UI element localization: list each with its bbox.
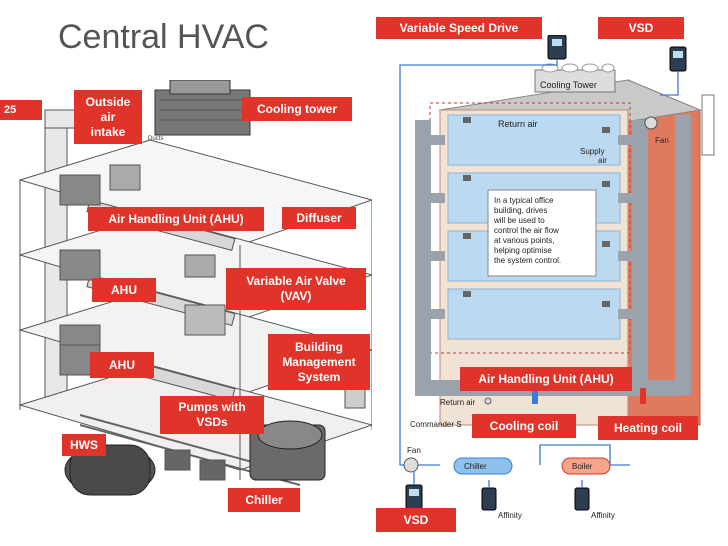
slide-title: Central HVAC — [58, 18, 269, 56]
note-line-3: will be used to — [493, 216, 545, 225]
note-line-5: at various points, — [494, 236, 554, 245]
boiler-caption: Boiler — [572, 462, 593, 471]
fan-bottom-label: Fan — [407, 446, 421, 455]
note-line-1: In a typical office — [494, 196, 554, 205]
label-vsd-bottom: VSD — [376, 508, 456, 532]
label-vsd-top: VSD — [598, 17, 684, 39]
label-cooling-coil: Cooling coil — [472, 414, 576, 438]
label-hws: HWS — [62, 434, 106, 456]
label-pumps-with-vsds: Pumps with VSDs — [160, 396, 264, 434]
label-diffuser: Diffuser — [282, 207, 356, 229]
label-heating-coil: Heating coil — [598, 416, 698, 440]
label-ahu-2: AHU — [90, 352, 154, 378]
page-number: 25 — [0, 100, 42, 120]
note-line-6: helping optimise — [494, 246, 552, 255]
affinity-label-2: Affinity — [591, 511, 615, 520]
label-variable-air-valve: Variable Air Valve (VAV) — [226, 268, 366, 310]
supply-air-label-1: Supply — [580, 147, 604, 156]
commander-label: Commander S — [410, 420, 462, 429]
hvac-schematic-diagram: Cooling Tower Fan Return air Supply air … — [399, 35, 715, 520]
label-air-handling-unit-right: Air Handling Unit (AHU) — [460, 367, 632, 391]
affinity-label-1: Affinity — [498, 511, 522, 520]
label-outside-air-intake: Outside air intake — [74, 90, 142, 144]
ducts-label: Ducts — [148, 136, 163, 142]
label-ahu-1: AHU — [92, 278, 156, 302]
return-air-bottom-label: Return air — [440, 398, 475, 407]
cooling-tower-caption: Cooling Tower — [540, 80, 597, 90]
chiller-caption: Chiller — [464, 462, 487, 471]
supply-air-label-2: air — [598, 156, 607, 165]
label-cooling-tower: Cooling tower — [242, 97, 352, 121]
label-chiller: Chiller — [228, 488, 300, 512]
fan-top-label: Fan — [655, 136, 669, 145]
note-line-7: the system control. — [494, 256, 561, 265]
label-air-handling-unit: Air Handling Unit (AHU) — [88, 207, 264, 231]
note-line-4: control the air flow — [494, 226, 559, 235]
label-variable-speed-drive: Variable Speed Drive — [376, 17, 542, 39]
building-isometric-illustration: Ducts — [18, 80, 372, 496]
label-building-management-system: Building Management System — [268, 334, 370, 390]
return-air-top-label: Return air — [498, 119, 538, 129]
note-line-2: building, drives — [494, 206, 547, 215]
